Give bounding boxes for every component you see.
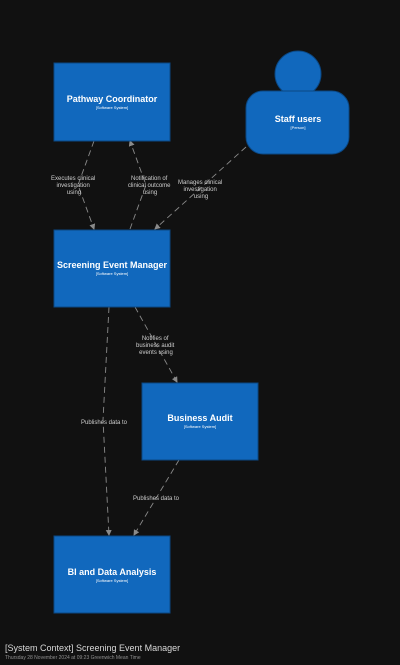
node-type: [Software System] [96, 271, 128, 276]
node-type: [Software System] [96, 105, 128, 110]
node-type: [Person] [291, 125, 306, 130]
edge-label-audit-to-bi: Publishes data to [133, 496, 180, 502]
system-context-diagram: Executes clinical investigation using No… [51, 50, 350, 614]
node-title: BI and Data Analysis [68, 567, 157, 577]
node-staff-users[interactable]: Staff users [Person] [245, 50, 350, 155]
edge-sem-to-audit: Notifies of business audit events using [134, 306, 178, 383]
edge-staff-to-sem: Manages clinical investigation using [154, 146, 247, 230]
node-business-audit[interactable]: Business Audit [Software System] [141, 382, 259, 461]
diagram-timestamp: Thursday 28 November 2024 at 09:23 Green… [5, 655, 141, 661]
node-title: Business Audit [167, 413, 232, 423]
edge-sem-to-bi: Publishes data to [81, 306, 128, 536]
node-title: Pathway Coordinator [67, 94, 158, 104]
node-title: Staff users [275, 114, 322, 124]
edge-label-pc-to-sem: Executes clinical investigation using [51, 176, 97, 196]
person-body-icon [245, 90, 350, 155]
node-screening-event-manager[interactable]: Screening Event Manager [Software System… [53, 229, 171, 308]
edge-pc-to-sem: Executes clinical investigation using [51, 140, 97, 230]
edge-label-staff-to-sem: Manages clinical investigation using [178, 180, 224, 200]
person-head-icon [274, 50, 322, 98]
node-bi-data-analysis[interactable]: BI and Data Analysis [Software System] [53, 535, 171, 614]
diagram-title: [System Context] Screening Event Manager [5, 643, 181, 653]
node-pathway-coordinator[interactable]: Pathway Coordinator [Software System] [53, 62, 171, 142]
node-type: [Software System] [184, 424, 216, 429]
edge-label-sem-to-pc: Notification of clinical outcome using [128, 176, 172, 196]
node-type: [Software System] [96, 578, 128, 583]
edge-label-sem-to-bi: Publishes data to [81, 420, 128, 426]
edge-label-sem-to-audit: Notifies of business audit events using [136, 336, 176, 356]
node-title: Screening Event Manager [57, 260, 168, 270]
edge-audit-to-bi: Publishes data to [133, 459, 180, 536]
edge-sem-to-pc: Notification of clinical outcome using [128, 140, 172, 230]
